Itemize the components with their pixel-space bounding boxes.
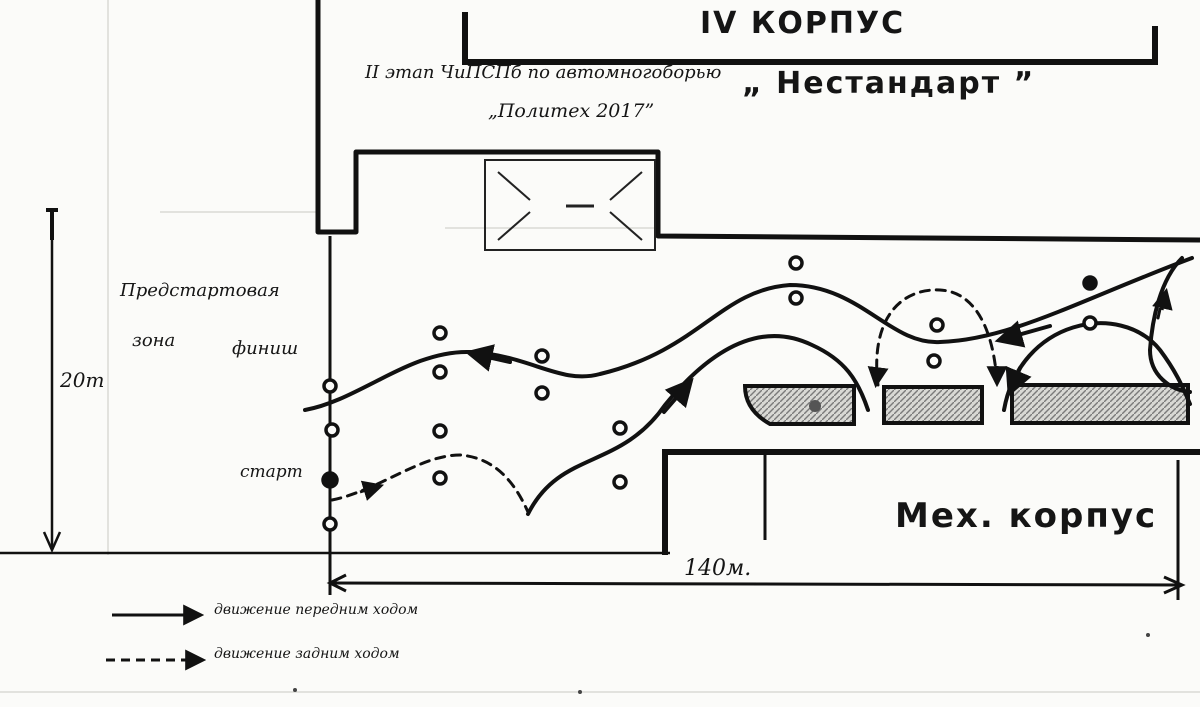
cone — [926, 353, 942, 369]
cone — [929, 317, 945, 333]
cones — [321, 255, 1098, 532]
cone — [534, 385, 550, 401]
legend-samples — [106, 604, 207, 671]
building-iv-outline — [462, 12, 1158, 65]
cone — [324, 422, 340, 438]
obstacle-box — [484, 159, 656, 251]
prestart-zone-label-1: Предстартовая — [120, 280, 280, 301]
cone — [534, 348, 550, 364]
start-label: старт — [240, 462, 303, 482]
cone — [612, 474, 628, 490]
cone — [322, 378, 338, 394]
cone — [322, 516, 338, 532]
legend-reverse-label: движение задним ходом — [214, 646, 400, 662]
length-label: 140м. — [684, 556, 752, 581]
title-quote: „ Нестандарт ” — [742, 66, 1036, 101]
cone — [1082, 275, 1098, 291]
cone — [432, 470, 448, 486]
building-iv-label: IV КОРПУС — [700, 6, 906, 41]
upper-boundary-wall — [315, 0, 1200, 243]
obstacle-2 — [882, 385, 984, 425]
width-label: 20m — [60, 368, 105, 392]
cone — [788, 290, 804, 306]
cone — [612, 420, 628, 436]
cone — [432, 325, 448, 341]
finish-label: финиш — [232, 338, 299, 359]
cone — [788, 255, 804, 271]
cone — [1082, 315, 1098, 331]
width-dimension — [42, 208, 62, 554]
cone — [321, 471, 339, 489]
obstacle-1-mark — [809, 400, 821, 412]
legend-forward-label: движение передним ходом — [214, 602, 419, 618]
mech-building-outline — [662, 449, 1200, 600]
hatched-obstacles — [742, 383, 1190, 426]
cone — [432, 364, 448, 380]
title-line-2: „Политех 2017” — [488, 100, 655, 122]
prestart-zone-label-2: зона — [132, 330, 176, 351]
obstacle-3 — [1010, 383, 1190, 425]
obstacle-1 — [742, 384, 856, 426]
title-line-1: II этап ЧиПСПб по автомногоборью — [365, 62, 722, 83]
cone — [432, 423, 448, 439]
length-dimension — [326, 573, 1186, 595]
mech-building-label: Мех. корпус — [895, 496, 1158, 536]
stray-marks — [293, 633, 1150, 694]
forward-route — [303, 256, 1194, 516]
reverse-arrows — [359, 287, 1173, 501]
